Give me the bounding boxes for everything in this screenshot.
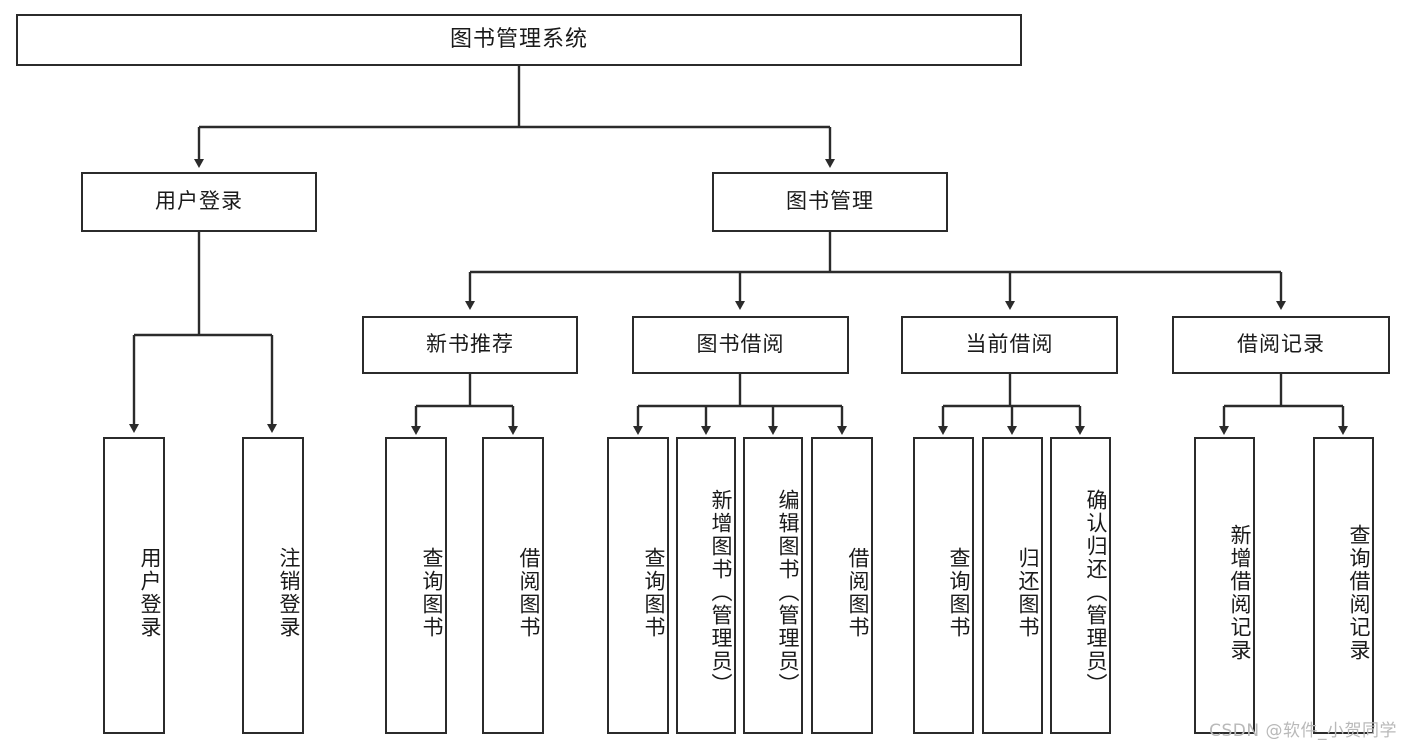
leaf-borrow-book-1-label: 借阅图书	[517, 546, 541, 639]
node-root[interactable]: 图书管理系统	[16, 14, 1022, 66]
leaf-user-logout-label: 注销登录	[277, 546, 301, 639]
leaf-borrow-book-1[interactable]: 借阅图书	[482, 437, 544, 734]
leaf-user-login-label: 用户登录	[138, 546, 162, 639]
node-borrow-record-label: 借阅记录	[1237, 332, 1325, 357]
leaf-query-book-2-label: 查询图书	[642, 546, 666, 639]
leaf-user-login[interactable]: 用户登录	[103, 437, 165, 734]
leaf-query-record[interactable]: 查询借阅记录	[1313, 437, 1374, 734]
leaf-query-book-2[interactable]: 查询图书	[607, 437, 669, 734]
node-book-manage-label: 图书管理	[786, 189, 874, 214]
leaf-add-record[interactable]: 新增借阅记录	[1194, 437, 1255, 734]
leaf-add-book-label: 新增图书（管理员）	[709, 489, 733, 696]
leaf-borrow-book-2-label: 借阅图书	[846, 546, 870, 639]
leaf-add-record-label: 新增借阅记录	[1228, 523, 1252, 662]
node-user-login-label: 用户登录	[155, 189, 243, 214]
leaf-borrow-book-2[interactable]: 借阅图书	[811, 437, 873, 734]
leaf-query-book-1-label: 查询图书	[420, 546, 444, 639]
node-user-login[interactable]: 用户登录	[81, 172, 317, 232]
leaf-edit-book[interactable]: 编辑图书（管理员）	[743, 437, 803, 734]
leaf-query-book-3-label: 查询图书	[947, 546, 971, 639]
node-book-borrow-label: 图书借阅	[696, 332, 785, 357]
leaf-confirm-return-label: 确认归还（管理员）	[1084, 489, 1108, 696]
node-root-label: 图书管理系统	[449, 26, 588, 52]
node-book-borrow[interactable]: 图书借阅	[632, 316, 849, 374]
watermark-text: CSDN @软件_小贺同学	[1209, 721, 1397, 741]
leaf-query-book-3[interactable]: 查询图书	[913, 437, 974, 734]
node-book-manage[interactable]: 图书管理	[712, 172, 948, 232]
leaf-return-book[interactable]: 归还图书	[982, 437, 1043, 734]
leaf-return-book-label: 归还图书	[1016, 546, 1040, 639]
leaf-edit-book-label: 编辑图书（管理员）	[776, 489, 800, 696]
leaf-query-record-label: 查询借阅记录	[1347, 523, 1371, 662]
leaf-query-book-1[interactable]: 查询图书	[385, 437, 447, 734]
node-new-book-rec[interactable]: 新书推荐	[362, 316, 578, 374]
leaf-add-book[interactable]: 新增图书（管理员）	[676, 437, 736, 734]
leaf-confirm-return[interactable]: 确认归还（管理员）	[1050, 437, 1111, 734]
leaf-user-logout[interactable]: 注销登录	[242, 437, 304, 734]
node-new-book-rec-label: 新书推荐	[426, 332, 514, 357]
node-current-borrow-label: 当前借阅	[965, 332, 1054, 357]
node-current-borrow[interactable]: 当前借阅	[901, 316, 1118, 374]
node-borrow-record[interactable]: 借阅记录	[1172, 316, 1390, 374]
